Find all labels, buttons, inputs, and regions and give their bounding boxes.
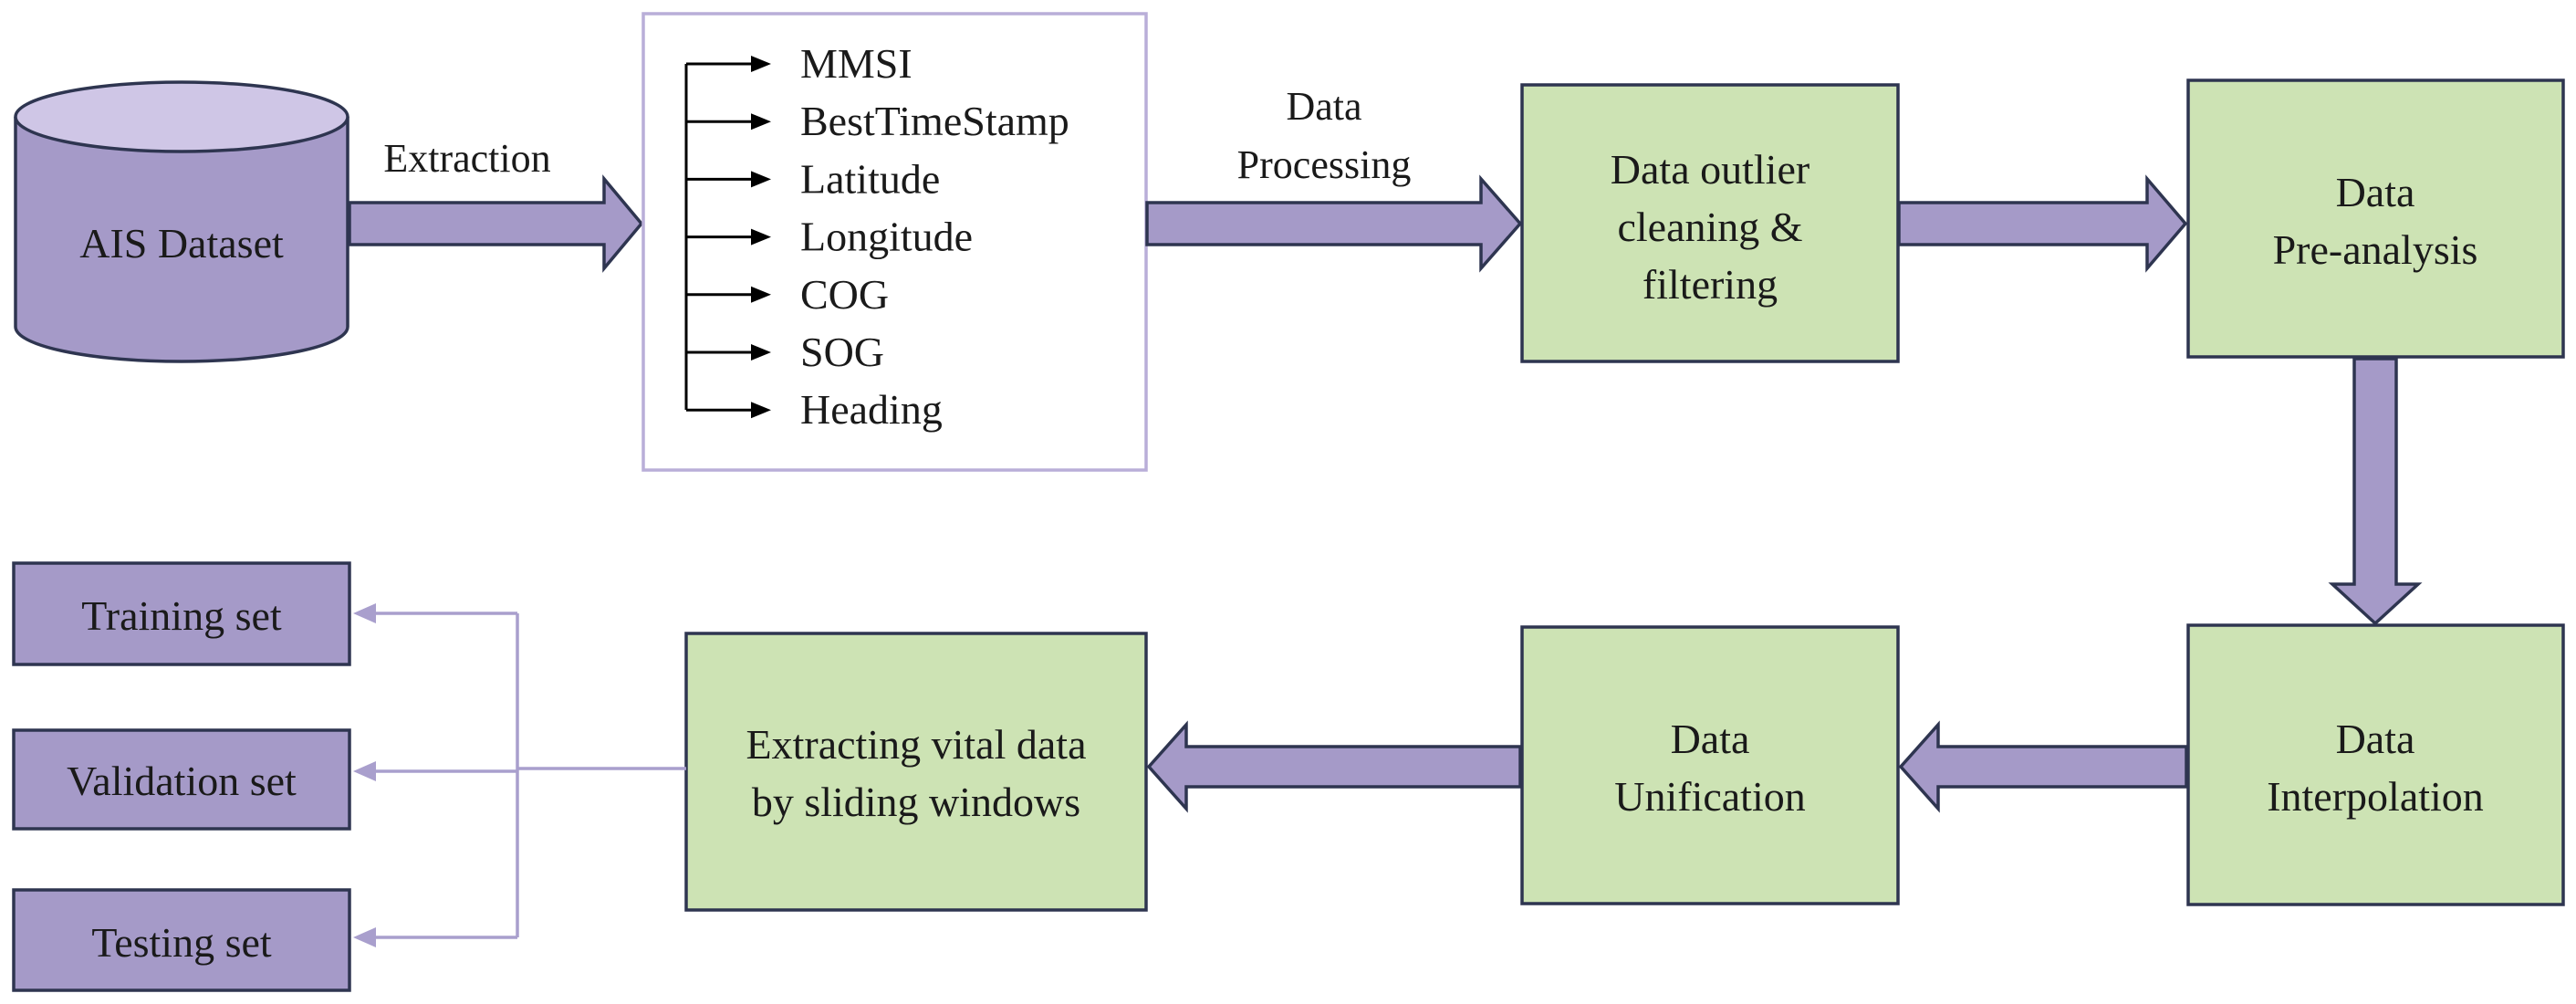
cleaning-filtering-box: Data outlier cleaning & filtering: [1520, 83, 1900, 363]
interpolation-line2: Interpolation: [2267, 773, 2484, 820]
arrow-to-extracting: [1146, 720, 1522, 813]
extracting-line2: by sliding windows: [752, 779, 1080, 825]
field-label: Latitude: [800, 155, 940, 202]
field-item: Longitude: [686, 214, 973, 260]
cylinder-top: [14, 80, 349, 153]
arrow-to-unification: [1898, 720, 2188, 813]
unification-box: Data Unification: [1520, 625, 1900, 905]
extracting-box: Extracting vital data by sliding windows: [684, 632, 1148, 912]
preanalysis-line1: Data: [2336, 169, 2415, 215]
field-item: Latitude: [686, 155, 940, 202]
field-label: SOG: [800, 329, 884, 375]
field-arrowhead: [751, 402, 771, 419]
field-arrowhead: [751, 113, 771, 131]
ais-dataset-cylinder: AIS Dataset: [14, 80, 349, 363]
field-arrowhead: [751, 286, 771, 303]
testing-set-label: Testing set: [91, 919, 272, 966]
field-item: MMSI: [686, 40, 913, 87]
arrow-to-preanalysis: [1897, 174, 2188, 273]
field-item: BestTimeStamp: [686, 98, 1069, 144]
field-label: Heading: [800, 386, 943, 433]
field-arrowhead: [751, 228, 771, 246]
preanalysis-line2: Pre-analysis: [2273, 226, 2478, 273]
validation-set-box: Validation set: [12, 728, 351, 831]
validation-set-label: Validation set: [67, 758, 297, 804]
arrow-to-interpolation: [2328, 357, 2423, 626]
interpolation-box: Data Interpolation: [2186, 623, 2565, 906]
field-item: Heading: [686, 386, 943, 433]
training-set-label: Training set: [81, 592, 282, 639]
data-processing-label-line2: Processing: [1237, 142, 1412, 187]
field-list-box: [641, 12, 1148, 472]
field-label: MMSI: [800, 40, 913, 87]
field-arrowhead: [751, 56, 771, 72]
testing-set-box: Testing set: [12, 888, 351, 992]
field-arrowhead: [751, 344, 771, 361]
data-processing-arrow: Data Processing: [1145, 84, 1523, 273]
ais-dataset-label: AIS Dataset: [79, 220, 284, 267]
extracting-line1: Extracting vital data: [746, 721, 1087, 768]
interpolation-line1: Data: [2336, 716, 2415, 762]
arrowhead-training: [353, 603, 376, 623]
unification-line1: Data: [1671, 716, 1750, 762]
field-label: COG: [800, 271, 889, 318]
extraction-arrow: Extraction: [348, 136, 644, 273]
arrowhead-testing: [353, 927, 376, 947]
field-item: SOG: [686, 329, 884, 375]
training-set-box: Training set: [12, 561, 351, 666]
extraction-label: Extraction: [383, 136, 550, 181]
arrowhead-validation: [353, 761, 376, 781]
data-processing-label-line1: Data: [1286, 84, 1361, 129]
field-item: COG: [686, 271, 889, 318]
cylinder-body: [14, 117, 349, 363]
unification-line2: Unification: [1614, 773, 1806, 820]
cleaning-line1: Data outlier: [1611, 146, 1809, 193]
preanalysis-box: Data Pre-analysis: [2186, 78, 2565, 359]
field-arrowhead: [751, 171, 771, 188]
cleaning-line2: cleaning &: [1617, 204, 1802, 250]
field-label: BestTimeStamp: [800, 98, 1069, 144]
split-connector: [353, 603, 686, 947]
cleaning-line3: filtering: [1643, 261, 1778, 308]
field-label: Longitude: [800, 214, 973, 260]
